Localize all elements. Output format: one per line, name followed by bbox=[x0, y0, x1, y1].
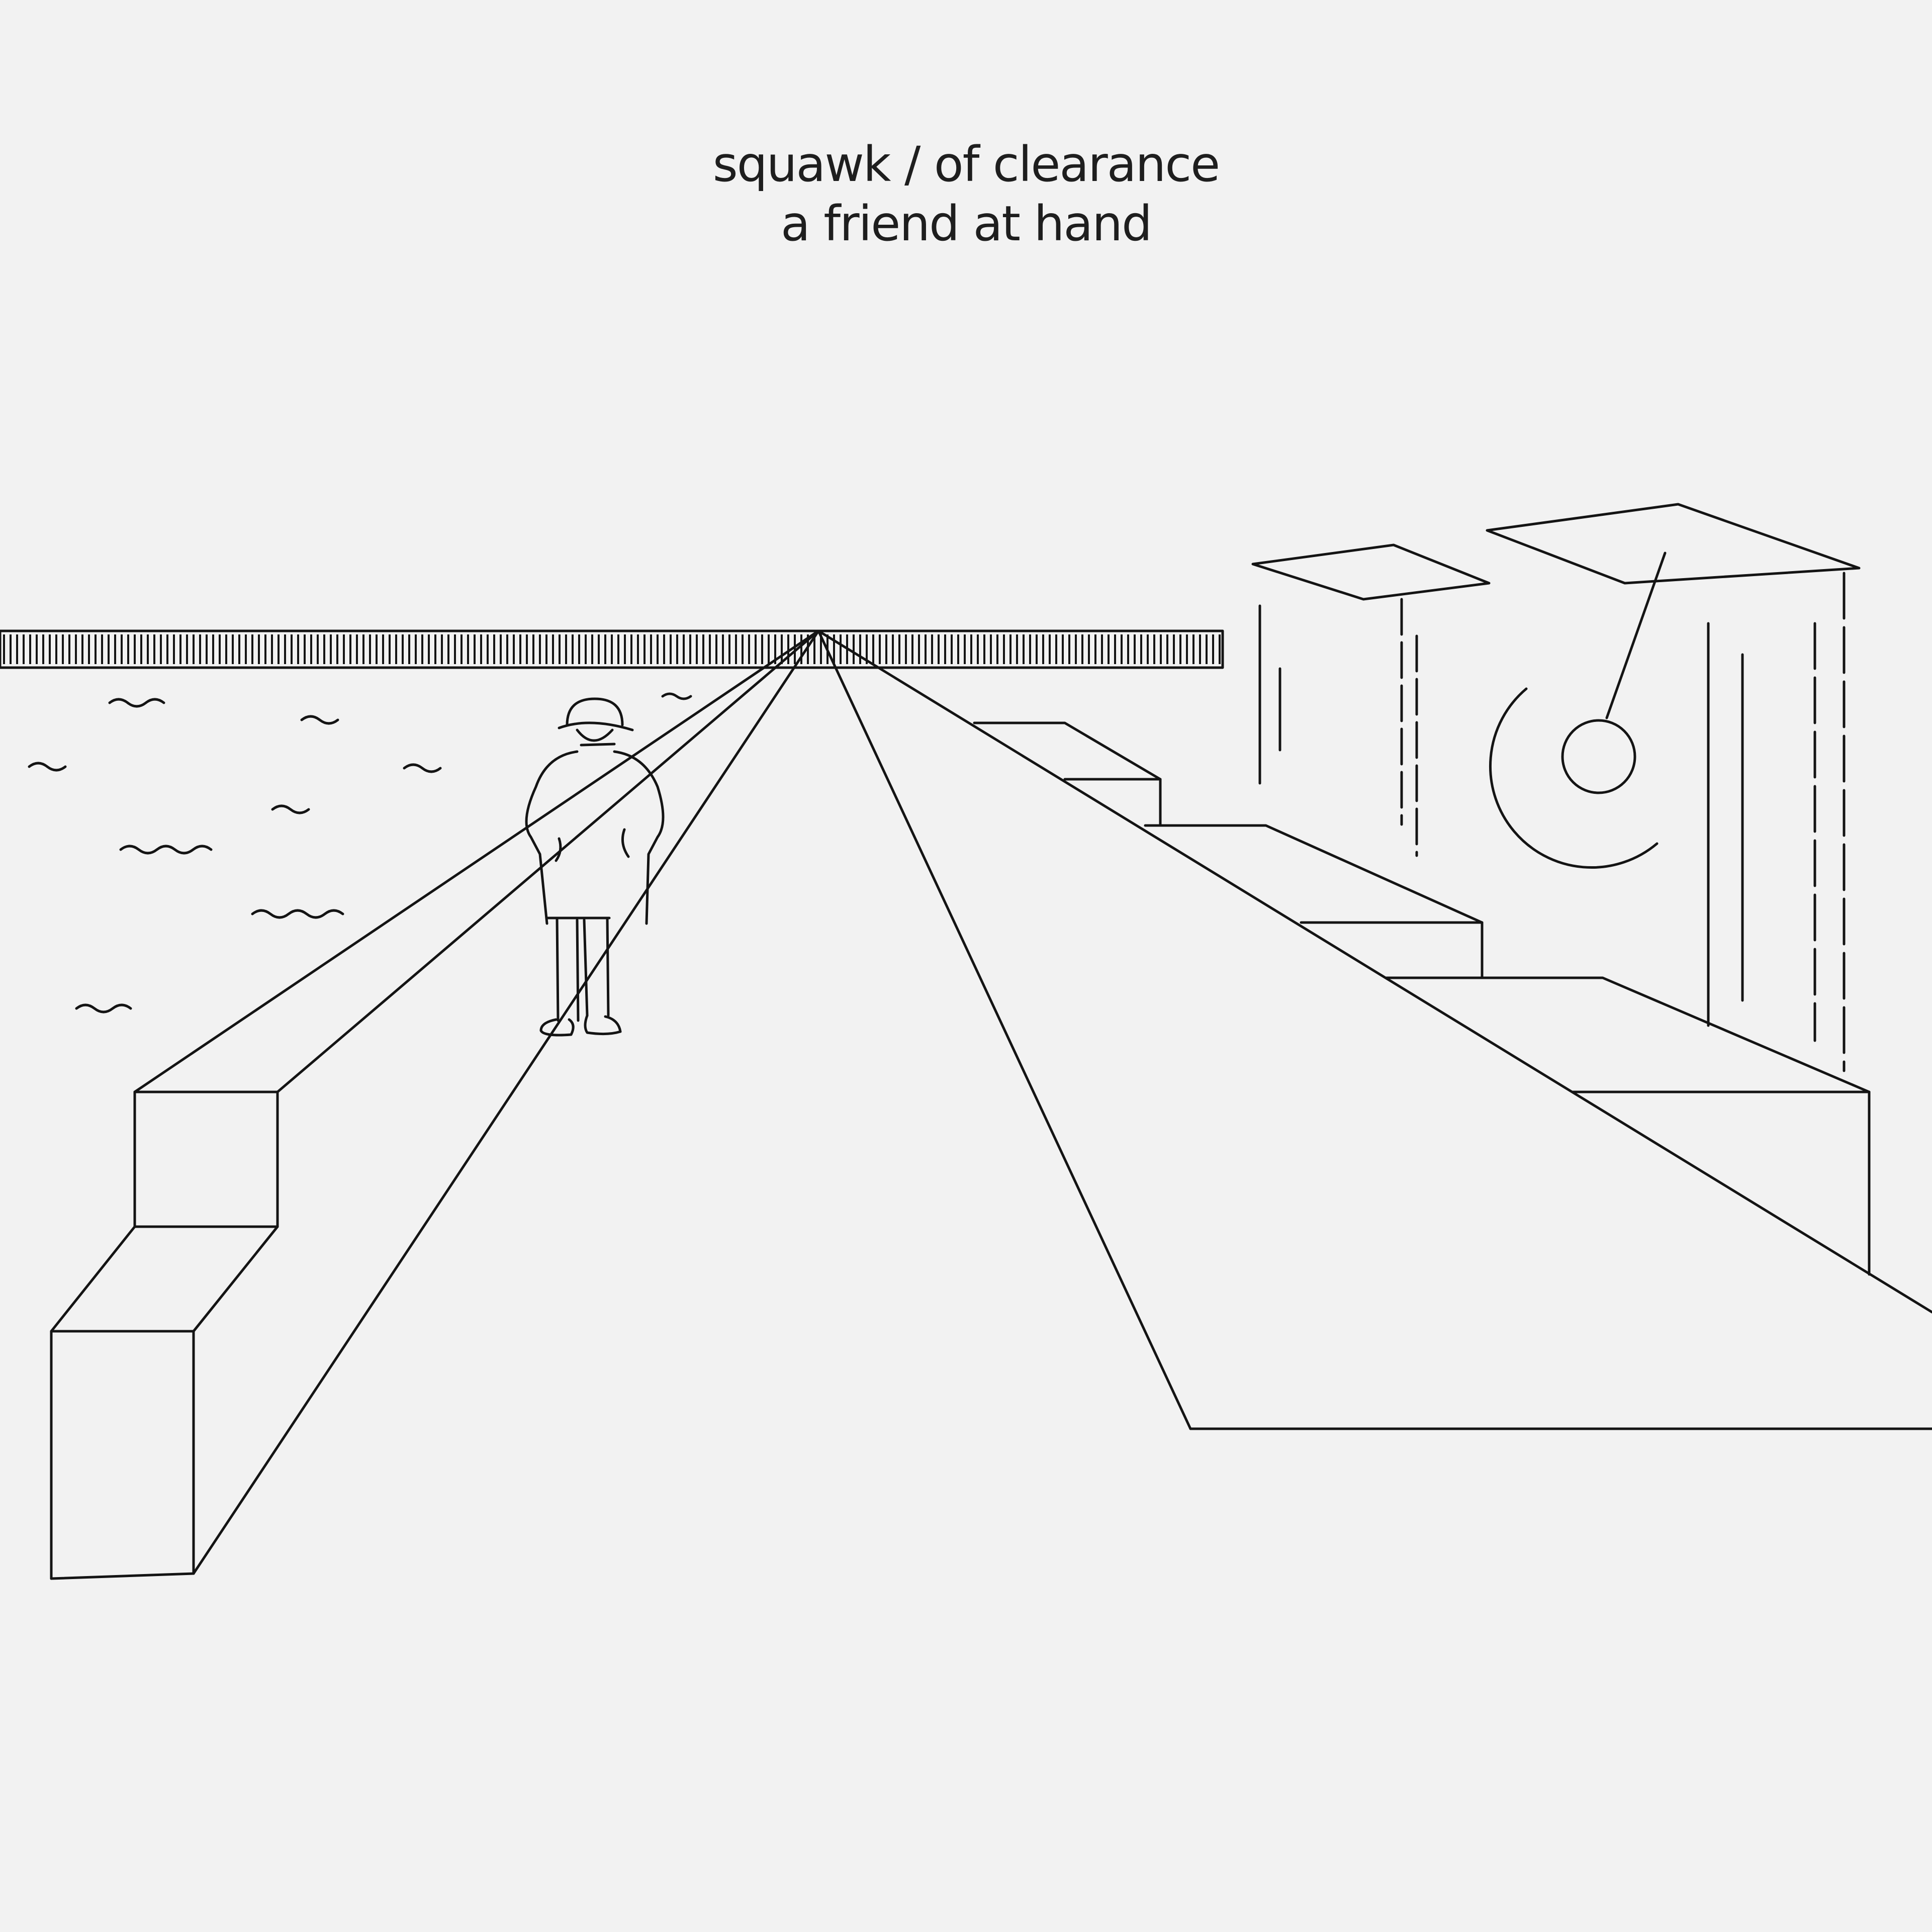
man-figure bbox=[525, 697, 665, 1037]
title-artist-line: squawk / of clearance bbox=[712, 136, 1220, 193]
right-stepped-blocks bbox=[973, 721, 1871, 1276]
horizon-railing bbox=[0, 629, 1224, 669]
central-walkway bbox=[192, 629, 1932, 1575]
title-album-line: a friend at hand bbox=[780, 196, 1152, 252]
left-sea-wall bbox=[50, 629, 820, 1580]
floating-buildings bbox=[1251, 503, 1861, 1072]
sea-waves bbox=[28, 692, 692, 1014]
cover-title: squawk / of clearance a friend at hand bbox=[0, 135, 1932, 253]
sun-and-pendulum bbox=[1489, 551, 1667, 869]
